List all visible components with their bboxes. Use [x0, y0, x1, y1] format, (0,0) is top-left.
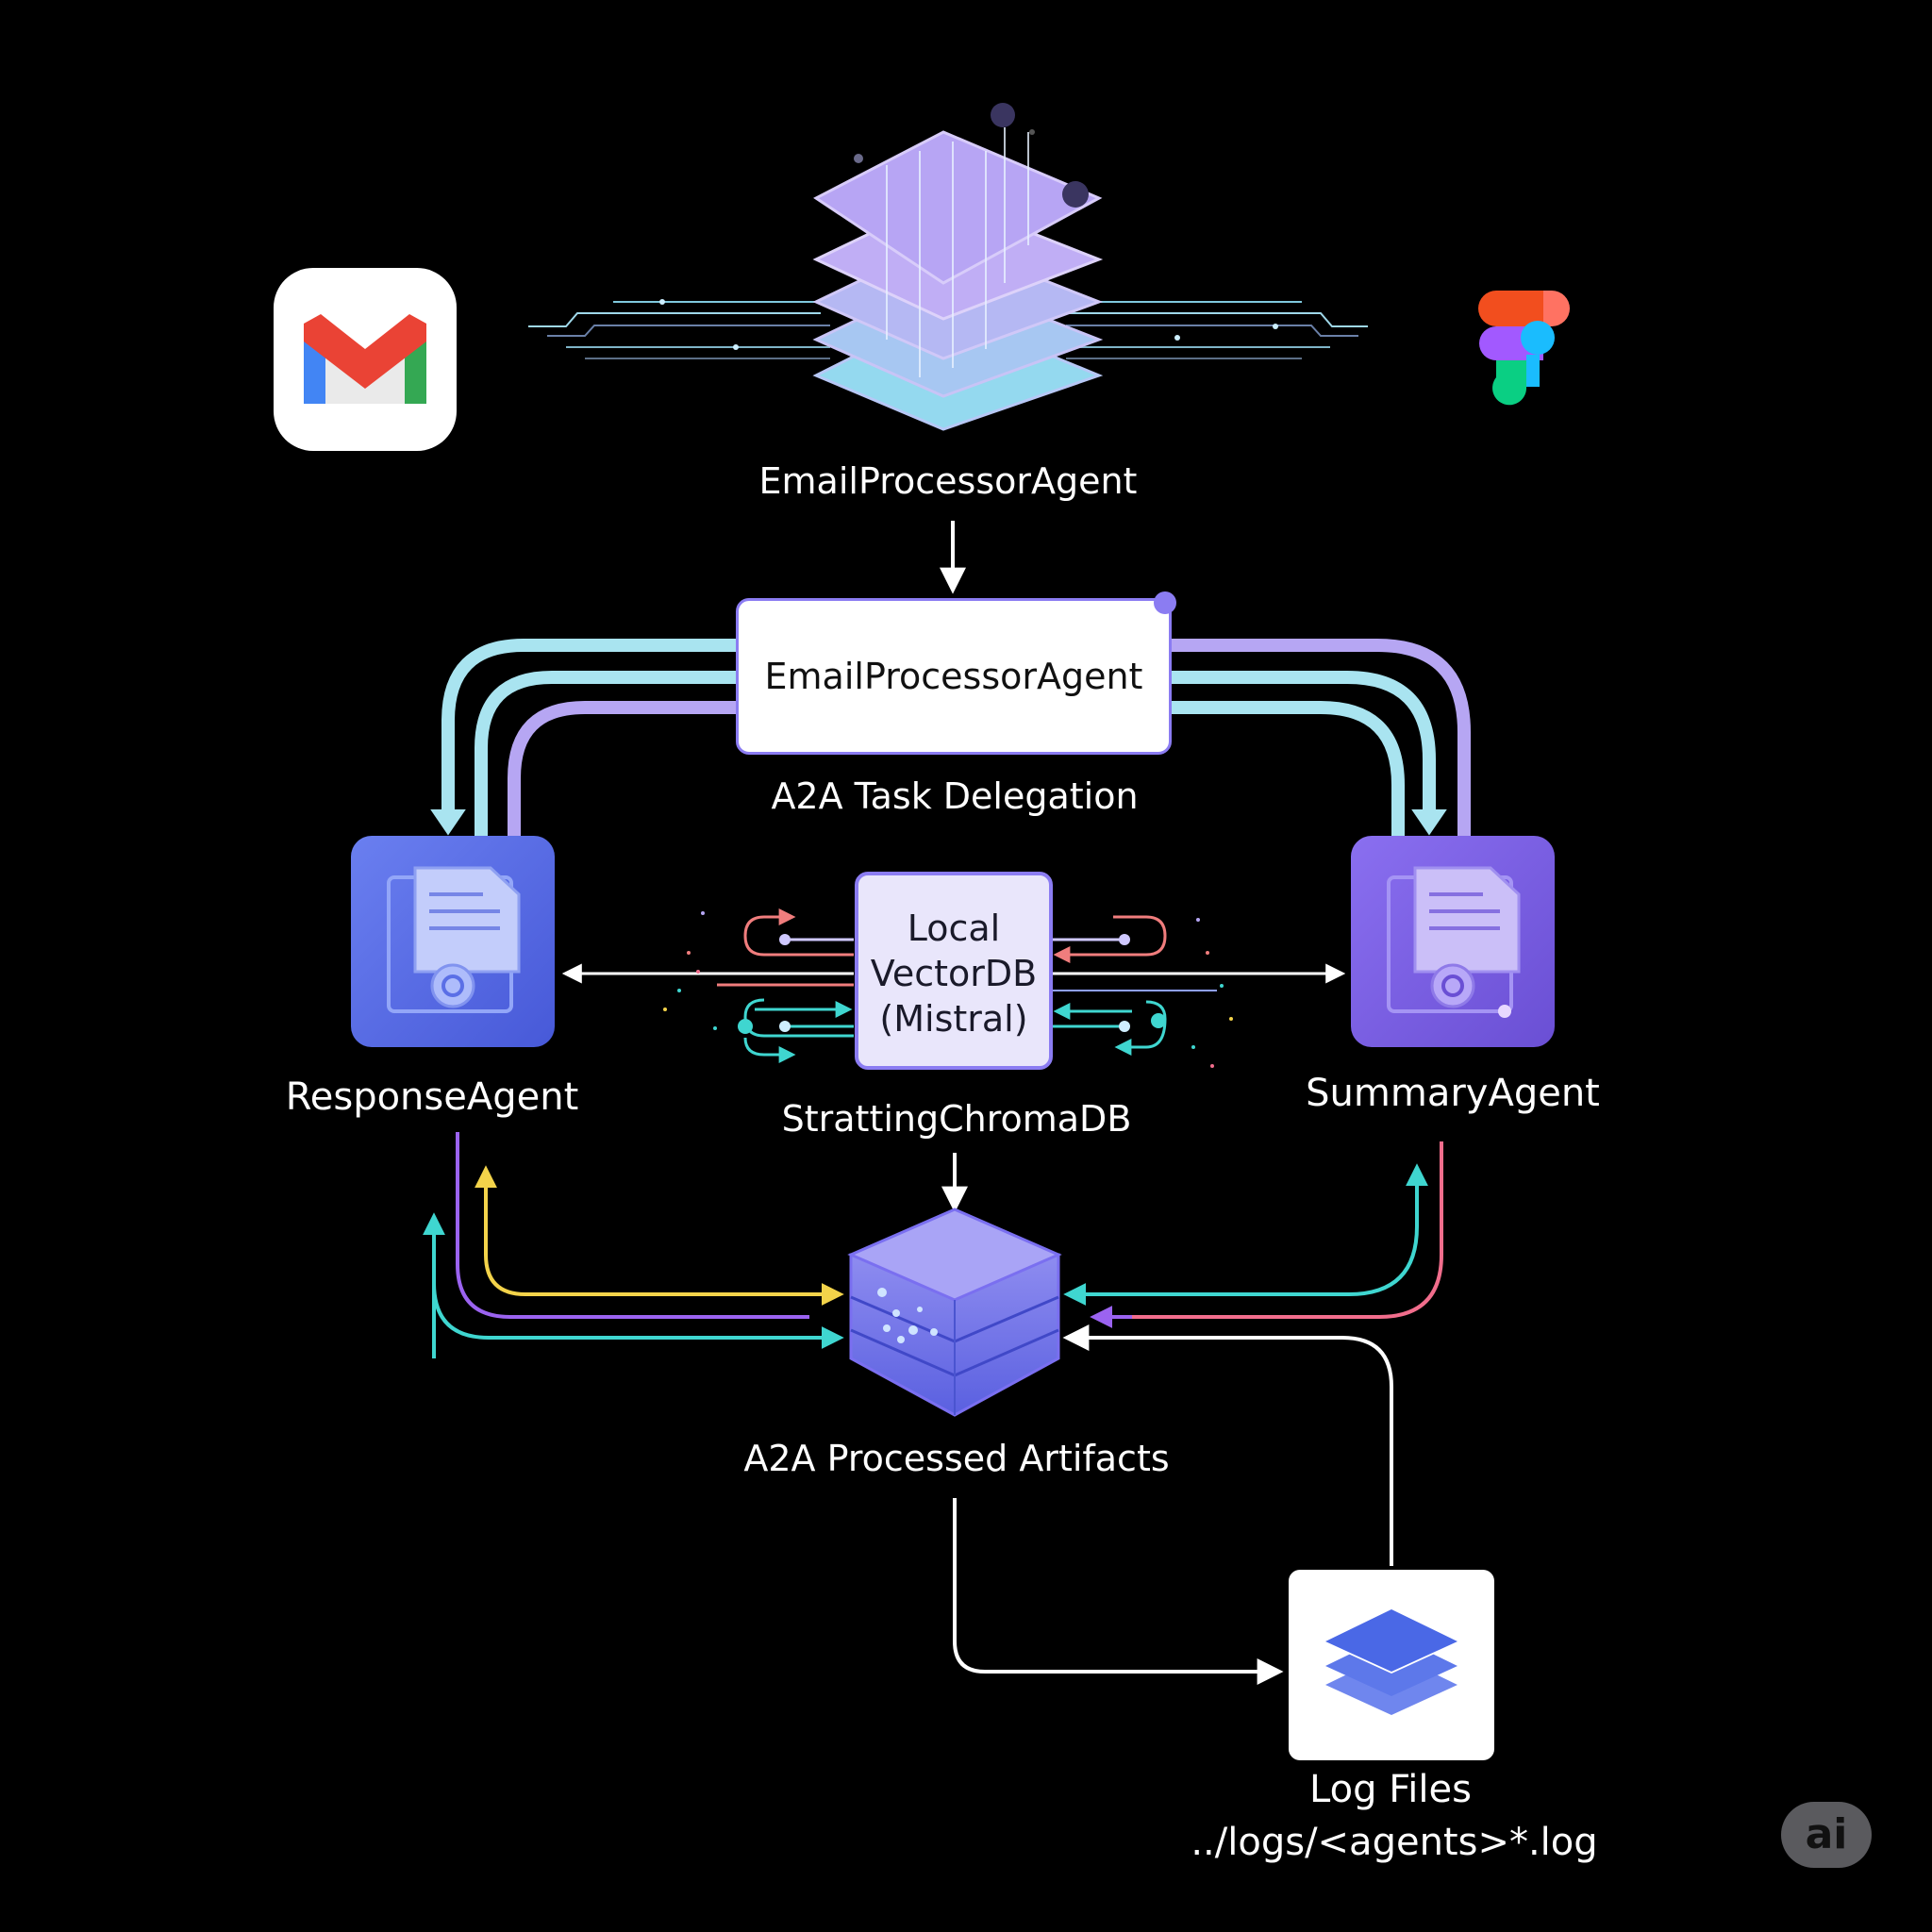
document-agent-icon [1351, 836, 1555, 1047]
log-path-label: ../logs/<agents>*.log [1191, 1821, 1598, 1864]
vectordb-line-2: VectorDB [870, 953, 1038, 994]
artifact-flows-left [423, 1132, 844, 1359]
gmail-logo-icon [274, 268, 457, 451]
email-processor-agent-box[interactable]: EmailProcessorAgent [736, 598, 1172, 755]
response-agent-label: ResponseAgent [285, 1075, 579, 1119]
vectordb-connections [561, 908, 1346, 1068]
top-agent-label: EmailProcessorAgent [758, 460, 1138, 502]
circuit-lines [528, 299, 1368, 359]
center-box-label: EmailProcessorAgent [764, 656, 1143, 697]
vectordb-line-3: (Mistral) [879, 998, 1028, 1040]
vectordb-line-1: Local [907, 908, 1001, 949]
log-files-label: Log Files [1309, 1768, 1472, 1811]
vectordb-caption: StrattingChromaDB [781, 1098, 1132, 1140]
artifact-flows-right [1062, 1141, 1443, 1566]
layers-stack-icon [1289, 1570, 1494, 1760]
ai-badge: ai [1781, 1802, 1872, 1868]
delegation-label: A2A Task Delegation [771, 775, 1139, 817]
figma-logo-icon [1478, 291, 1570, 406]
vectordb-box[interactable]: Local VectorDB (Mistral) [855, 872, 1053, 1070]
database-cube-icon [847, 1208, 1062, 1417]
document-agent-icon [351, 836, 555, 1047]
arrow-artifacts-to-logs [953, 1498, 1284, 1685]
summary-agent-label: SummaryAgent [1306, 1072, 1600, 1115]
delegation-flows-left [430, 639, 744, 856]
box-corner-dot [1154, 591, 1176, 614]
artifacts-label: A2A Processed Artifacts [743, 1438, 1170, 1479]
delegation-flows-right [1163, 639, 1471, 856]
stacked-layers-icon [812, 103, 1104, 431]
